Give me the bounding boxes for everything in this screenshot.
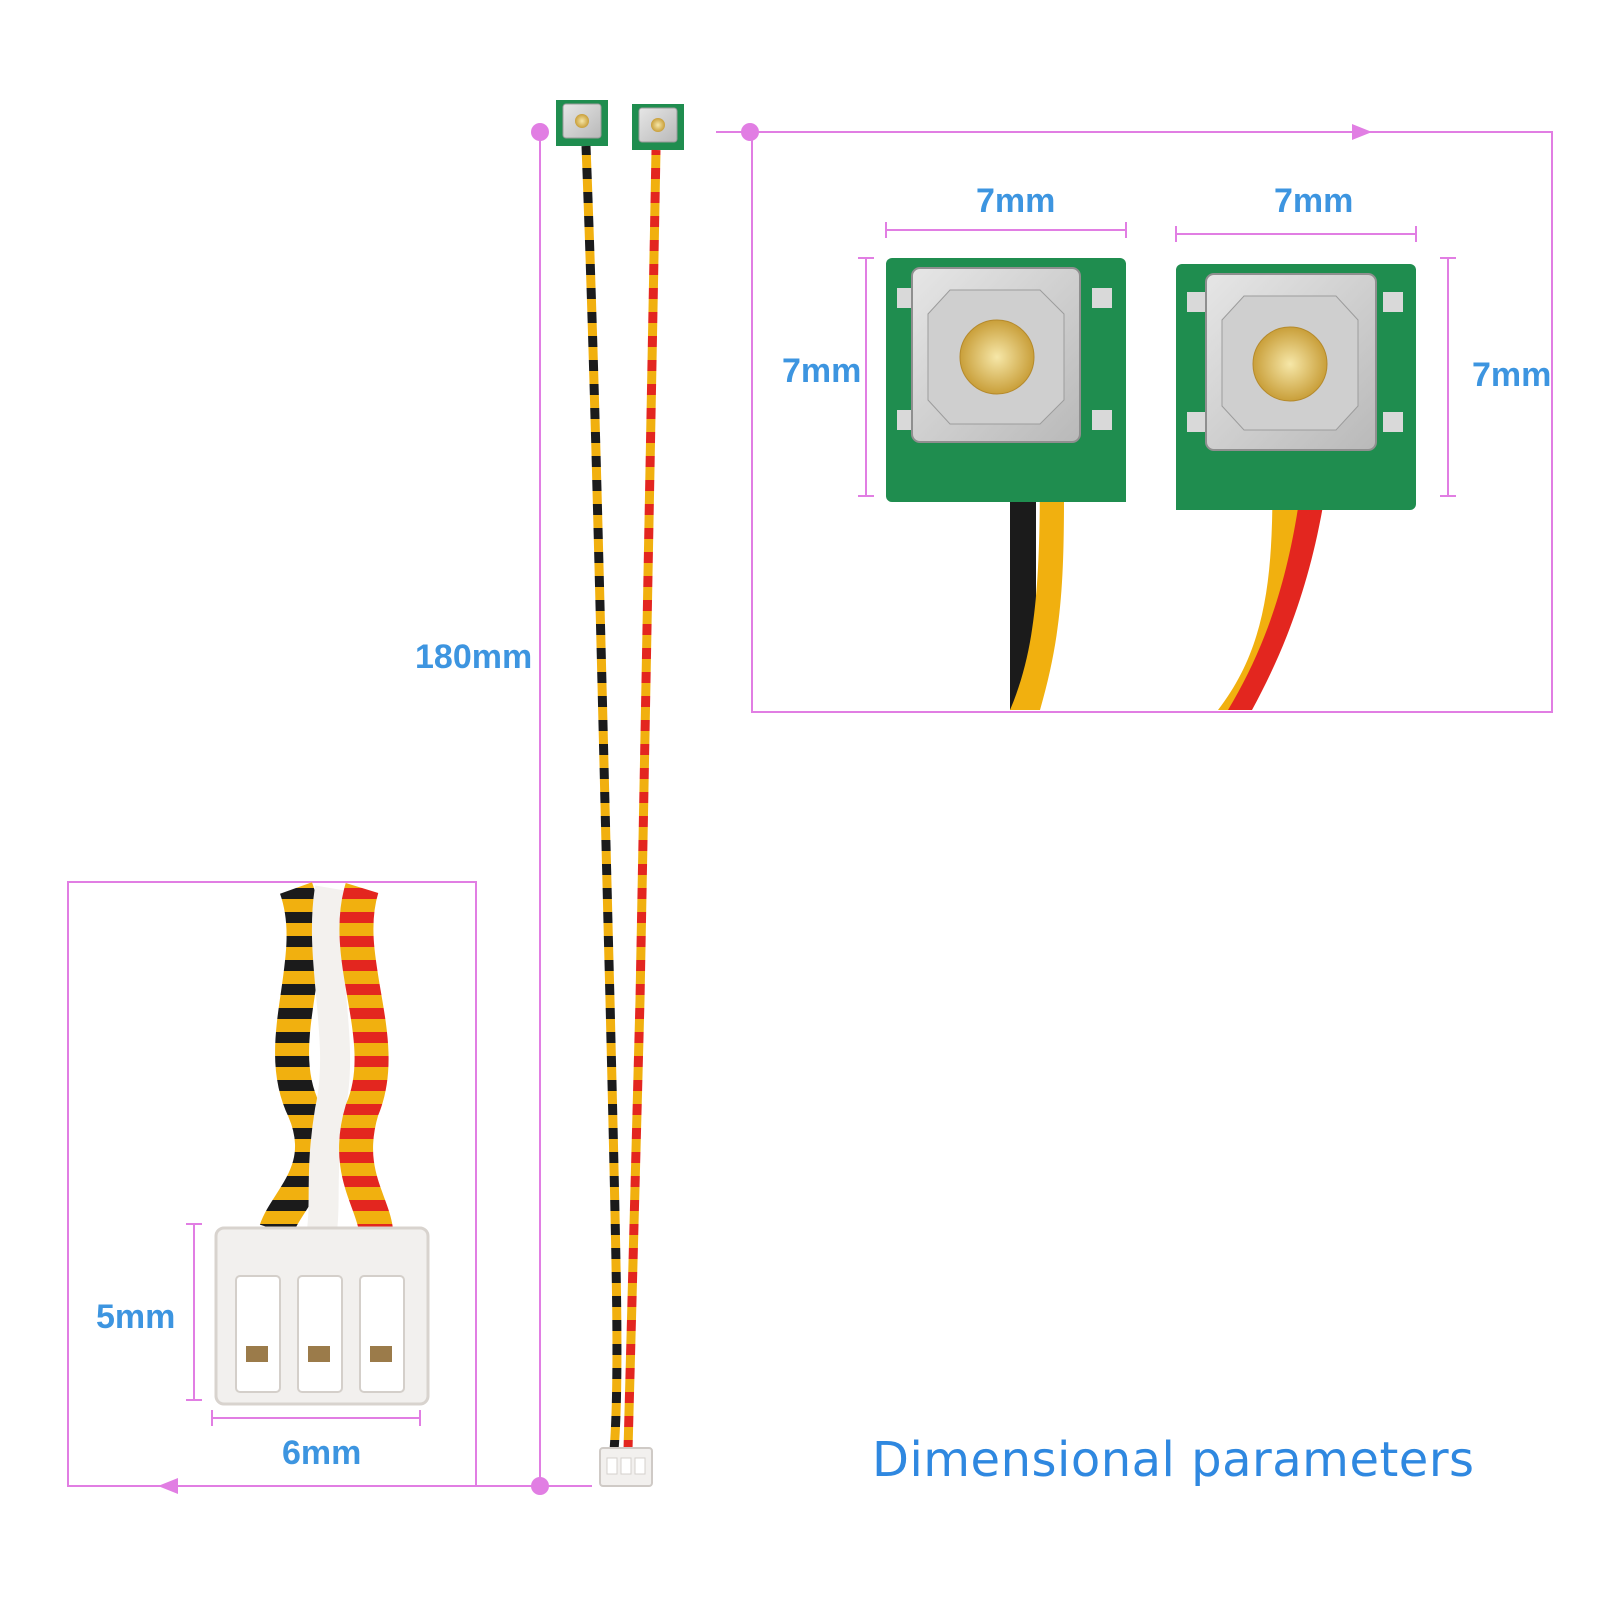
- arrow-right: [1352, 124, 1372, 140]
- arrow-left: [158, 1478, 178, 1494]
- mini-switch-right: [632, 104, 684, 150]
- mini-connector: [599, 1447, 653, 1487]
- label-connector-height: 5mm: [96, 1298, 176, 1336]
- connector-dimension-lines: [186, 1223, 421, 1426]
- label-switch-left-width: 7mm: [976, 182, 1056, 220]
- full-cable: [556, 100, 684, 1487]
- switch-closeup-right: [1176, 264, 1416, 710]
- switch-dimension-lines: [858, 222, 1456, 497]
- label-switch-right-width: 7mm: [1274, 182, 1354, 220]
- guide-lines: [67, 131, 1553, 1487]
- switch-zoom-frame: [751, 131, 1553, 713]
- mini-switch-left: [556, 100, 608, 146]
- cable-wire-black-yellow: [581, 145, 622, 1451]
- guide-endpoints: [158, 123, 1372, 1495]
- connector-closeup: [214, 882, 430, 1406]
- label-total-length: 180mm: [415, 638, 533, 676]
- switch-closeup-left: [886, 258, 1126, 710]
- caption-dimensional-parameters: Dimensional parameters: [872, 1432, 1475, 1488]
- connector-zoom-frame: [67, 881, 477, 1487]
- label-switch-right-height: 7mm: [1472, 356, 1552, 394]
- label-switch-left-height: 7mm: [782, 352, 862, 390]
- cable-wire-red-yellow: [623, 149, 661, 1451]
- label-connector-width: 6mm: [282, 1434, 362, 1472]
